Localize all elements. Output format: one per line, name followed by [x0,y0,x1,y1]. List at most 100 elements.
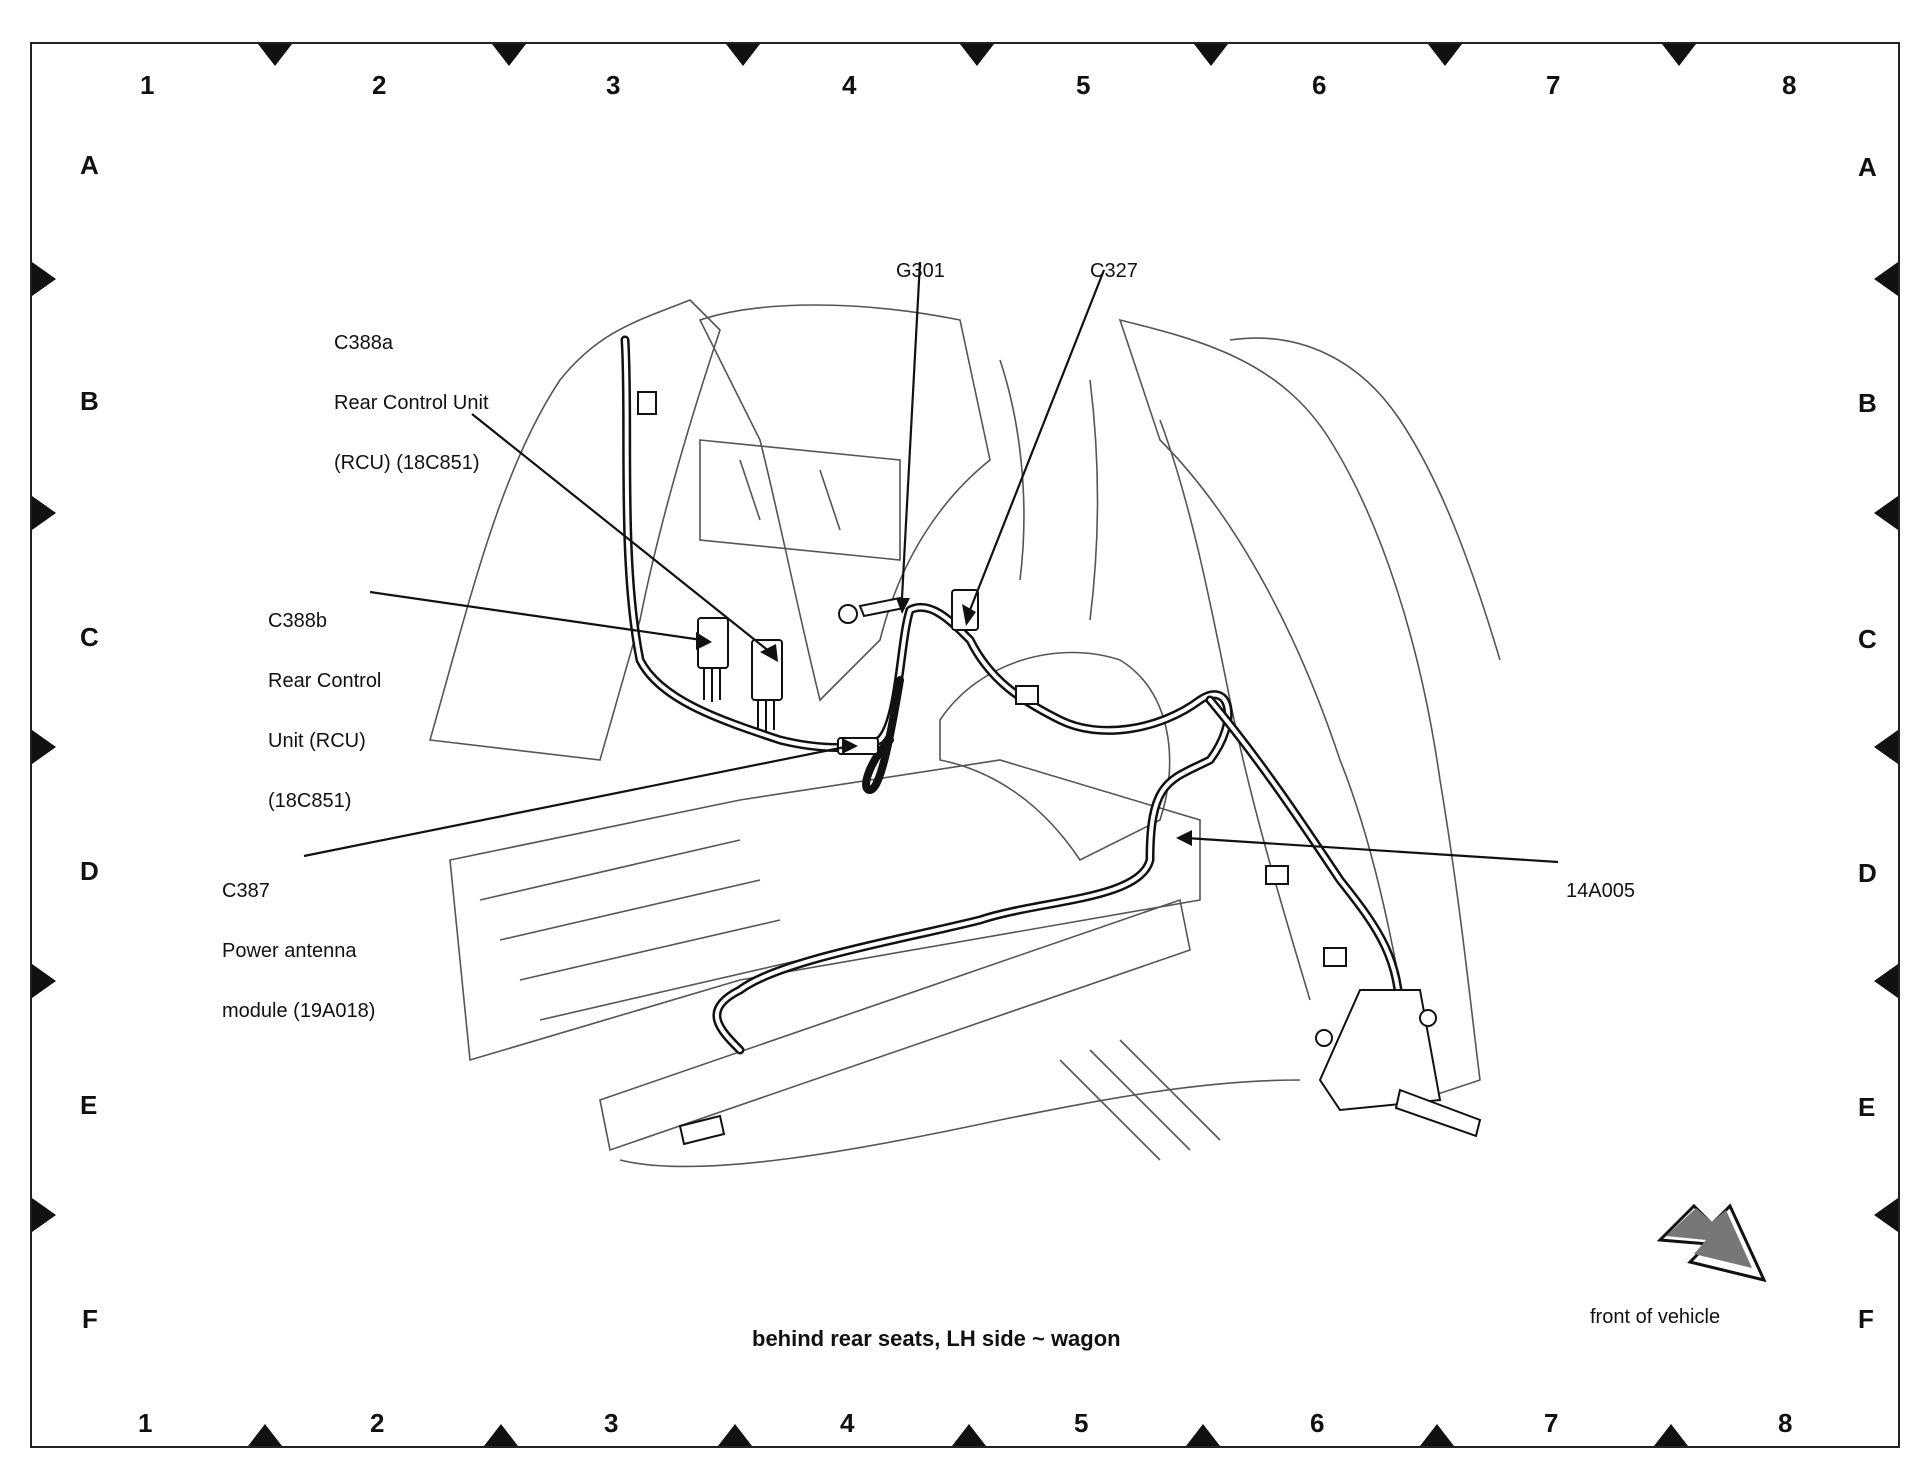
sill-beam [599,898,1191,1152]
tick-left-2 [32,496,56,530]
grid-col-bottom-6: 6 [1310,1408,1325,1438]
grid-col-top-7: 7 [1546,70,1561,100]
tick-top-4 [960,44,994,66]
callout-c388b: C388b Rear Control Unit (RCU) (18C851) [268,576,381,846]
vehicle-body-outline [428,299,1501,1168]
harness-main-inner [623,338,1231,1052]
callout-c388b-line3: (18C851) [268,790,352,812]
tick-bottom-6 [1420,1424,1454,1446]
leader-c327 [968,269,1106,611]
tick-bottom-3 [718,1424,752,1446]
leader-c388b [369,590,703,642]
connector-c388a-wires [757,700,775,732]
tick-left-4 [32,964,56,998]
callout-g301-id: G301 [896,260,945,282]
tick-top-3 [726,44,760,66]
body-pillar-center [698,304,991,702]
brace-2 [1089,379,1099,621]
grid-col-top-8: 8 [1782,70,1797,100]
grid-col-top-4: 4 [842,70,857,100]
arrow-icon [1656,1203,1767,1283]
leader-c388a [471,413,771,653]
bracket-lower-right [1318,989,1442,1112]
bolt-lower-right [1419,1009,1437,1027]
body-quarter-panel [1118,318,1481,1102]
callout-c387-id: C387 [222,880,270,902]
tick-right-3 [1874,730,1898,764]
panel-detail [739,459,841,531]
leader-c387 [303,744,851,858]
grid-row-right-c: C [1858,624,1877,654]
callout-c388a-line2: (RCU) (18C851) [334,452,480,474]
callout-c388b-id: C388b [268,610,327,632]
grid-row-left-a: A [80,150,99,180]
grid-row-right-f: F [1858,1304,1874,1334]
leader-arrowheads [696,598,1192,846]
tick-top-5 [1194,44,1228,66]
grid-col-bottom-5: 5 [1074,1408,1089,1438]
tick-right-2 [1874,496,1898,530]
grid-row-left-b: B [80,386,99,416]
tick-bottom-4 [952,1424,986,1446]
floor-pan [449,759,1201,1062]
grid-row-right-b: B [1858,388,1877,418]
front-arrow-fill [1666,1208,1752,1268]
grid-col-bottom-8: 8 [1778,1408,1793,1438]
tick-bottom-2 [484,1424,518,1446]
grid-row-right-d: D [1858,858,1877,888]
tick-right-1 [1874,262,1898,296]
harness-clip-4 [1323,947,1347,967]
arrowhead-c388b [696,632,712,650]
tick-bottom-7 [1654,1424,1688,1446]
callout-c387-line2: module (19A018) [222,1000,376,1022]
leader-lines [303,261,1559,864]
tick-bottom-5 [1186,1424,1220,1446]
tick-bottom-1 [248,1424,282,1446]
harness-clip-1 [637,391,657,415]
connector-c388b-wires [703,668,721,702]
lower-floor [619,1079,1301,1168]
callout-c388a: C388a Rear Control Unit (RCU) (18C851) [334,298,489,508]
grid-col-bottom-3: 3 [604,1408,619,1438]
grid-col-bottom-1: 1 [138,1408,153,1438]
body-wheelhouse [939,651,1171,862]
front-of-vehicle-label: front of vehicle [1590,1306,1721,1328]
grid-col-bottom-2: 2 [370,1408,385,1438]
floor-ribs [479,839,801,1021]
grid-row-left-d: D [80,856,99,886]
harness-antenna-loop [862,676,904,794]
grid-col-top-6: 6 [1312,70,1327,100]
front-clip [678,1114,726,1146]
grid-row-left-c: C [80,622,99,652]
arrowhead-14a005 [1176,830,1192,846]
arrowhead-c327 [962,604,976,626]
tick-top-2 [492,44,526,66]
grid-row-left-e: E [80,1090,98,1120]
grid-col-top-5: 5 [1076,70,1091,100]
tick-left-3 [32,730,56,764]
callout-c388b-line2: Unit (RCU) [268,730,366,752]
bolt-lower-left [1315,1029,1333,1047]
brace-1 [999,359,1025,581]
callout-c388a-line1: Rear Control Unit [334,392,489,414]
callout-14a005: 14A005 [1566,846,1635,936]
grid-col-bottom-7: 7 [1544,1408,1559,1438]
grid-ticks [32,44,1898,1446]
grid-col-top-1: 1 [140,70,155,100]
tick-top-7 [1662,44,1696,66]
callout-c327-id: C327 [1090,260,1138,282]
harness-clip-2 [1015,685,1039,705]
upper-panel [699,439,901,561]
harness-branch-right [1205,695,1405,1025]
body-panel-left [428,299,721,761]
harness-clip-3 [1265,865,1289,885]
arrowhead-c387 [842,738,858,754]
callout-c388b-line1: Rear Control [268,670,382,692]
diagram-frame [30,42,1900,1448]
tick-left-1 [32,262,56,296]
harness-components [637,391,1482,1146]
tick-top-1 [258,44,292,66]
wiring-harness-14A005 [620,335,1405,1055]
tick-left-5 [32,1198,56,1232]
ground-g301-bolt [838,604,858,624]
